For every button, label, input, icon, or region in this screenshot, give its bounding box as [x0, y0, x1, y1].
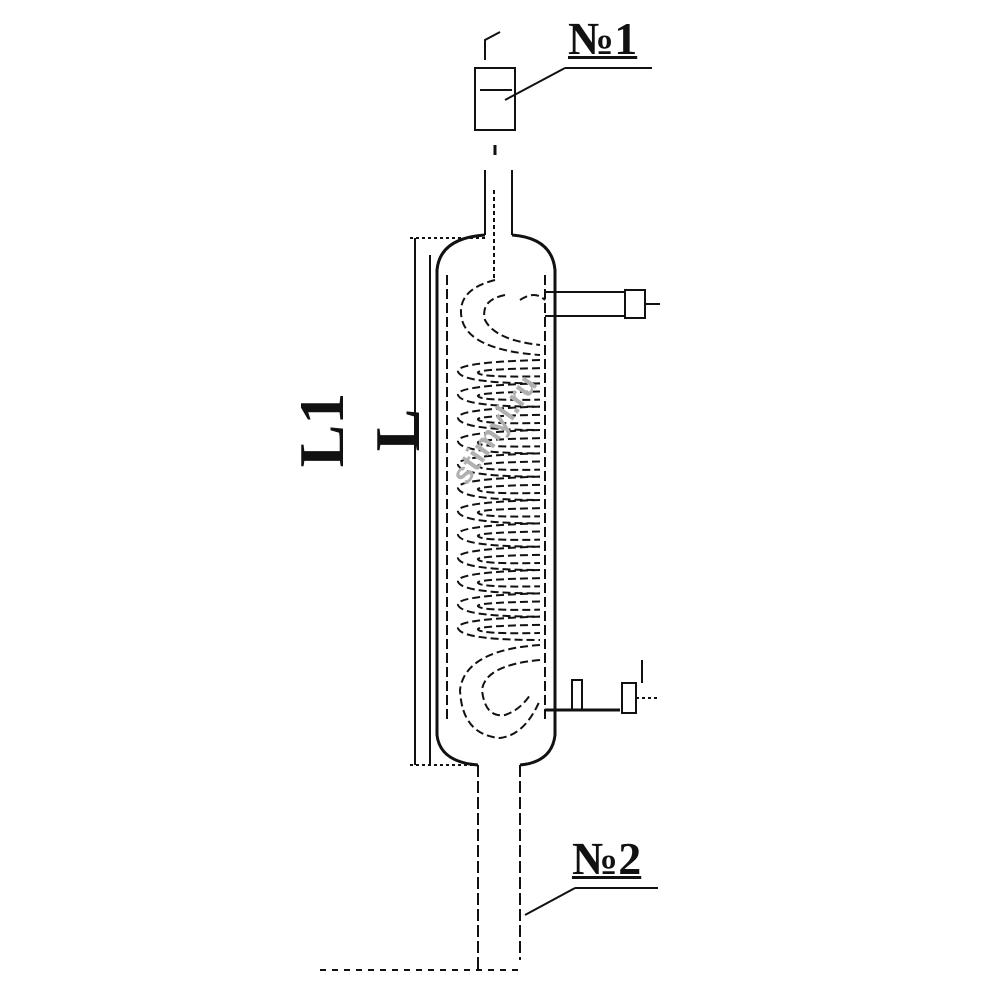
top-neck	[484, 170, 513, 280]
coil-turn-inner	[476, 507, 541, 518]
dimension-lines	[410, 237, 485, 766]
coil-turn-inner	[476, 413, 541, 425]
coil-turn-inner	[476, 367, 541, 378]
coil-turn	[457, 545, 541, 571]
stopper	[474, 31, 516, 155]
bottom-side-arm	[545, 660, 660, 714]
coil-turn-inner	[476, 390, 541, 401]
coil-turn-inner	[476, 530, 541, 541]
coil-turn	[457, 592, 541, 618]
coil-turn	[457, 569, 541, 595]
outer-jacket	[435, 233, 557, 767]
dimension-l-label: L	[362, 408, 433, 452]
coil-turn	[457, 522, 541, 548]
coil	[457, 359, 541, 641]
coil-turn	[457, 499, 541, 525]
coil-turn	[457, 475, 541, 501]
top-side-arm	[545, 289, 660, 319]
coil-turn-inner	[476, 600, 541, 611]
coil-turn	[457, 359, 541, 385]
coil-turn	[457, 615, 541, 641]
coil-turn-inner	[476, 577, 541, 588]
coil-turn	[457, 429, 541, 455]
part1-label: №1	[568, 13, 638, 64]
coil-turn-inner	[476, 623, 541, 635]
dimension-l1-label: L1	[286, 392, 357, 468]
part2-label: №2	[572, 833, 642, 884]
part1-leader	[504, 67, 652, 101]
part2-leader	[524, 887, 658, 916]
bottom-neck	[320, 765, 521, 971]
coil-turn	[457, 382, 541, 408]
coil-turn-inner	[476, 483, 541, 495]
coil-turn	[457, 405, 541, 431]
coil-turn-inner	[476, 460, 541, 471]
bottom-coil-hook	[458, 644, 541, 740]
coil-turn-inner	[476, 553, 541, 565]
coil-turn	[457, 452, 541, 478]
top-coil-hook	[460, 279, 546, 356]
coil-turn-inner	[476, 437, 541, 448]
